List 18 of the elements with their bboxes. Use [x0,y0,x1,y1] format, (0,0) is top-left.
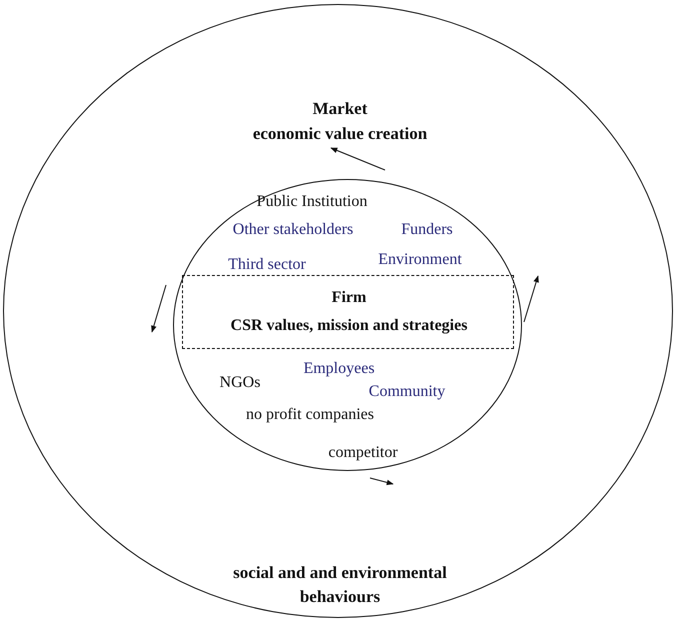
heading: economic value creation [252,124,428,144]
label-text: Third sector [228,255,306,275]
firm-box [182,275,514,349]
label-text: Environment [378,250,462,270]
label-text: Employees [303,359,375,379]
label-text: Other stakeholders [232,220,354,240]
label-text: Community [368,382,446,402]
label-text: Funders [401,220,453,240]
outer-circle [3,4,673,618]
heading: CSR values, mission and strategies [230,316,468,336]
label-text: social and and environmental behaviours [232,562,448,608]
label-text: NGOs [220,373,260,393]
inner-circle [173,179,522,471]
label-text: Public Institution [256,192,368,212]
heading: Market [312,99,368,119]
label-text: competitor [328,443,398,463]
label-text: no profit companies [246,405,374,425]
heading: Firm [332,288,366,308]
